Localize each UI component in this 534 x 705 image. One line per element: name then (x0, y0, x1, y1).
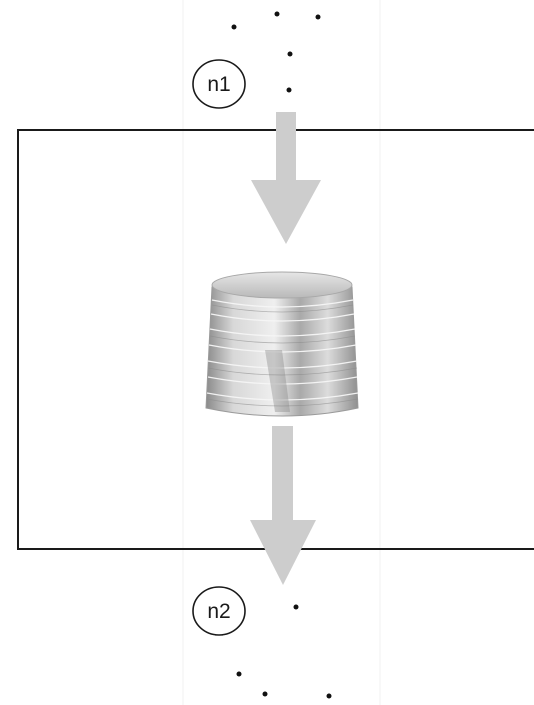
particle (315, 14, 321, 20)
arrow-in-icon (251, 112, 321, 244)
ribbed-cylinder-icon (205, 271, 359, 417)
node-label-n2: n2 (192, 586, 246, 636)
particle (326, 693, 332, 699)
particle (286, 87, 292, 93)
particle (287, 51, 293, 57)
particle (262, 691, 268, 697)
particle (231, 24, 237, 30)
particle (236, 671, 242, 677)
node-circle (192, 59, 246, 109)
arrow-out-icon (250, 426, 316, 585)
node-label-text: n1 (207, 73, 230, 96)
node-label-text: n2 (207, 600, 230, 623)
particle (274, 11, 280, 17)
node-circle (192, 586, 246, 636)
node-label-n1: n1 (192, 59, 246, 109)
particle (293, 604, 299, 610)
incoming-particles (231, 11, 321, 93)
outgoing-particles (236, 604, 332, 699)
